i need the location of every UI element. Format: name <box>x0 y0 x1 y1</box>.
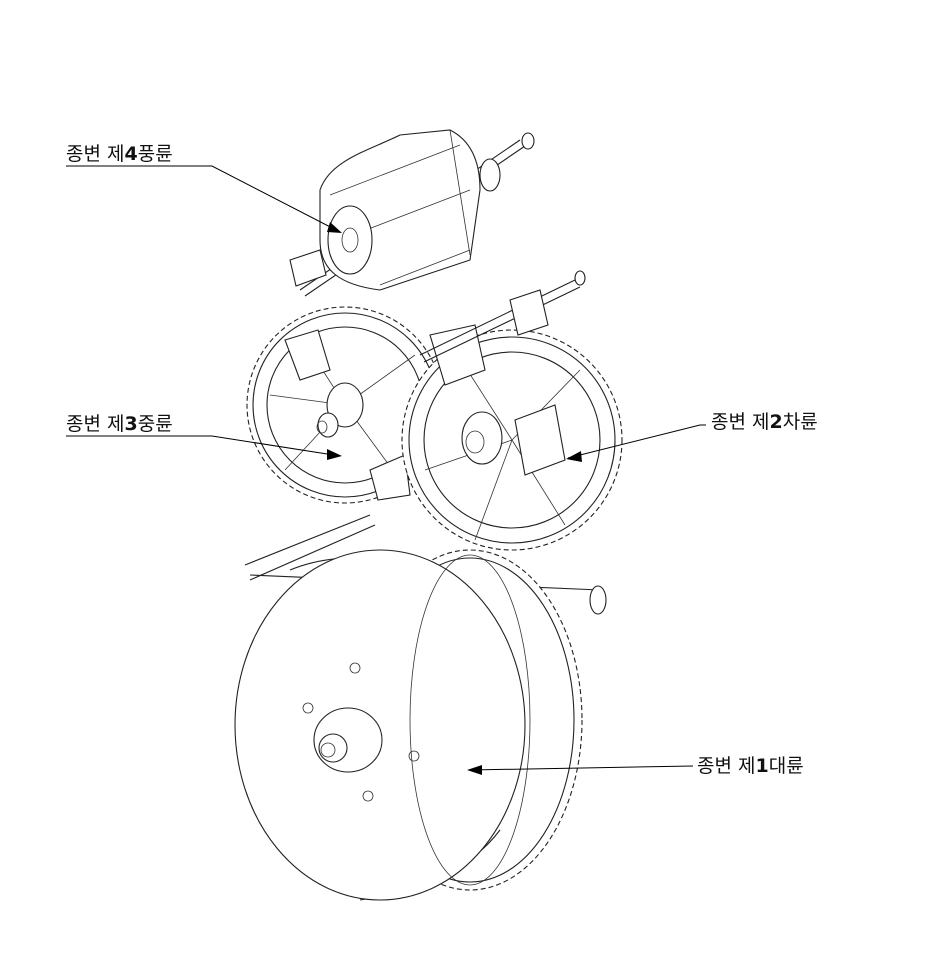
callout-suffix: 차륜 <box>782 411 818 433</box>
callout-label-wheel-2: 종변 제2차륜 <box>711 411 818 433</box>
fly-wheel-4 <box>289 129 535 297</box>
callout-number: 1 <box>755 755 769 777</box>
callout-number: 3 <box>124 413 138 435</box>
callout-suffix: 중륜 <box>137 413 173 435</box>
callout-label-wheel-3: 종변 제3중륜 <box>66 413 173 435</box>
callout-label-wheel-1: 종변 제1대륜 <box>697 755 804 777</box>
callout-prefix: 종변 제 <box>697 755 756 777</box>
gear-wheel-2 <box>401 270 623 551</box>
callout-prefix: 종변 제 <box>711 411 770 433</box>
leader-lines <box>66 165 706 775</box>
callout-prefix: 종변 제 <box>66 143 125 165</box>
callout-number: 2 <box>769 411 783 433</box>
callout-suffix: 대륜 <box>768 755 804 777</box>
gear-wheel-3 <box>246 306 444 504</box>
great-wheel-1 <box>234 514 607 901</box>
callout-suffix: 풍륜 <box>137 143 173 165</box>
callout-label-wheel-4: 종변 제4풍륜 <box>66 143 173 165</box>
callout-number: 4 <box>124 143 138 165</box>
callout-prefix: 종변 제 <box>66 413 125 435</box>
